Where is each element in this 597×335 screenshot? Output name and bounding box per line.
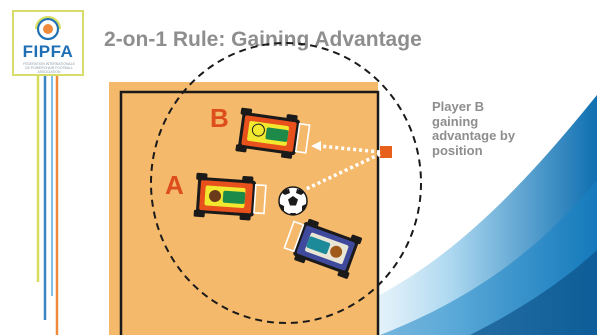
logo-subtext: FEDERATION INTERNATIONALE DE POWERCHAIR … [23, 62, 75, 74]
ball-icon [278, 186, 308, 216]
arrow-to-ball [303, 152, 381, 192]
opponent-wheelchair [283, 218, 363, 279]
player-b-label: B [210, 103, 229, 133]
logo-text: FIPFA [22, 42, 74, 61]
fipfa-logo: FIPFA FEDERATION INTERNATIONALE DE POWER… [12, 10, 84, 76]
annotation-text: Player B gaining advantage by position [432, 99, 516, 158]
zone-circle [150, 42, 422, 324]
player-a-wheelchair [193, 172, 267, 221]
player-a-label: A [165, 170, 184, 200]
court-line [119, 90, 380, 335]
arrow-to-player-b [319, 144, 381, 154]
player-b-wheelchair [235, 107, 311, 159]
position-marker [380, 146, 392, 158]
logo-emblem-icon [35, 16, 61, 41]
slide-title: 2-on-1 Rule: Gaining Advantage [104, 28, 422, 51]
arrowhead-icon [311, 141, 321, 151]
